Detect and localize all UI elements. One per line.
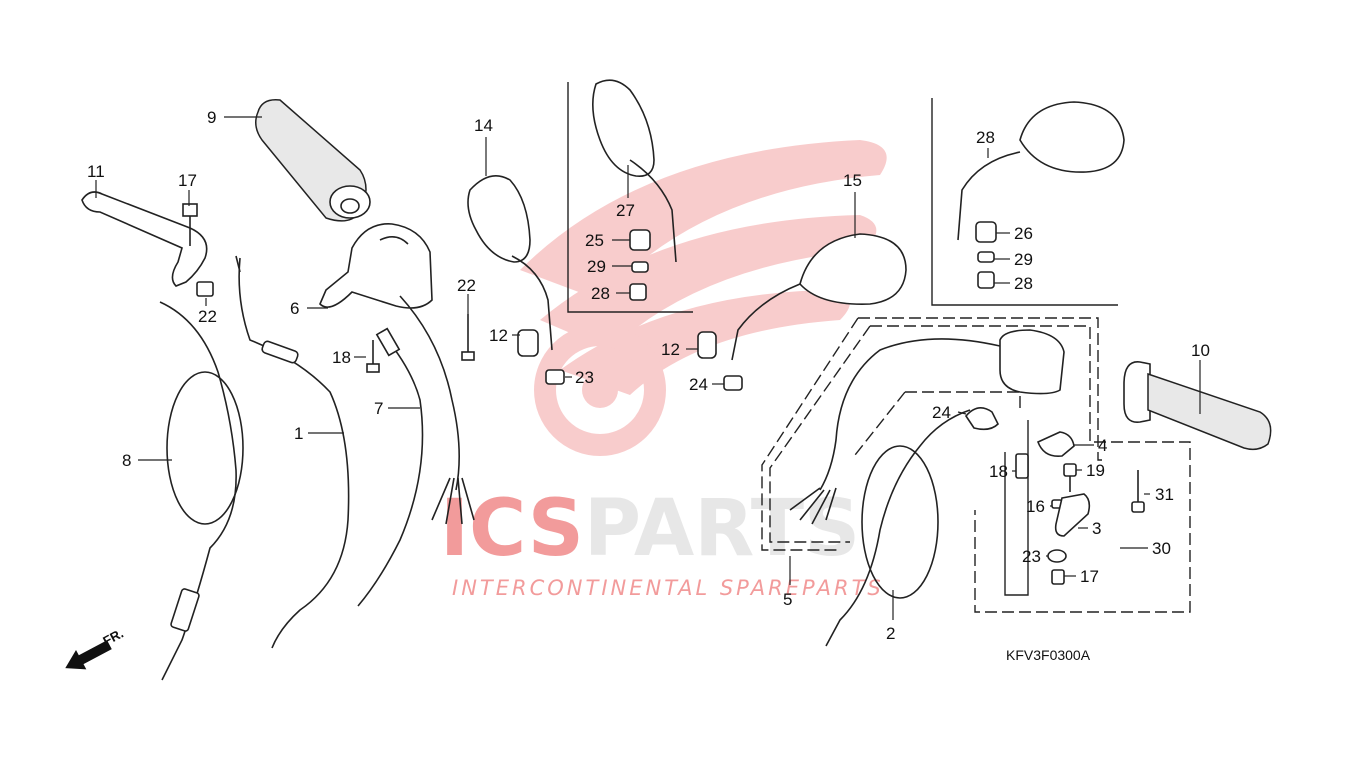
- part-29-washer-center: [631, 261, 649, 273]
- callout-22-right: 24: [689, 375, 708, 394]
- part-22-nut-right: [723, 375, 743, 391]
- part-8-cable: [159, 301, 244, 681]
- callout-17: 17: [1080, 567, 1099, 586]
- part-27-mirror: [957, 101, 1125, 241]
- leader-lines: [95, 116, 1201, 620]
- callout-28-right: 28: [1014, 274, 1033, 293]
- part-6-switch-housing: [319, 223, 433, 309]
- front-arrow-icon: [65, 640, 112, 670]
- part-20-bolt: [461, 314, 475, 361]
- part-7-harness: [357, 295, 475, 607]
- callout-19: 19: [1086, 461, 1105, 480]
- mirror-assembly-frame-left: [567, 82, 693, 313]
- callout-7: 7: [374, 399, 383, 418]
- callout-25-center: 25: [585, 231, 604, 250]
- callout-23: 23: [1022, 547, 1041, 566]
- callout-12-right: 12: [661, 340, 680, 359]
- callout-10: 10: [1191, 341, 1210, 360]
- part-15-bolt: [182, 203, 198, 246]
- callout-21: 22: [198, 307, 217, 326]
- watermark-brand: ICSPARTS: [440, 484, 860, 574]
- part-9-grip: [255, 99, 371, 222]
- switch-assembly-frames: [761, 317, 1191, 613]
- callout-29-center: 29: [587, 257, 606, 276]
- part-21-nut: [196, 281, 214, 297]
- callout-25-right: 26: [1014, 224, 1033, 243]
- part-11-lever: [81, 191, 208, 287]
- callout-30: 30: [1152, 539, 1171, 558]
- part-12-adapter-right: [697, 331, 717, 359]
- callout-12-left: 12: [489, 326, 508, 345]
- part-25-adapter-center: [629, 229, 651, 251]
- watermark-tagline: INTERCONTINENTAL SPAREPARTS: [452, 576, 884, 600]
- part-4-bracket: [1036, 431, 1075, 458]
- callout-16: 16: [1026, 497, 1045, 516]
- part-19-bolt: [1063, 463, 1077, 492]
- front-marker: FR.: [65, 626, 126, 670]
- part-28-nut-right: [977, 271, 995, 289]
- callout-3: 3: [1092, 519, 1101, 538]
- part-17-bolt: [1051, 569, 1065, 585]
- callout-8: 8: [122, 451, 131, 470]
- part-13-mirror: [467, 174, 553, 351]
- mirror-assembly-frame-right: [931, 98, 1118, 306]
- callout-24: 24: [932, 403, 951, 422]
- callout-20: 22: [457, 276, 476, 295]
- callout-11: 11: [87, 162, 105, 181]
- part-10-grip: [1123, 361, 1272, 451]
- callout-6: 6: [290, 299, 299, 318]
- part-2-cable: [825, 409, 971, 647]
- callout-27: 28: [976, 128, 995, 147]
- callout-1: 1: [294, 424, 303, 443]
- callout-13: 14: [474, 116, 493, 135]
- part-5-switch-harness: [789, 329, 1065, 525]
- part-31-bolt: [1131, 470, 1145, 513]
- part-14-mirror: [731, 233, 907, 361]
- callout-18-right: 18: [989, 462, 1008, 481]
- callout-29-right: 29: [1014, 250, 1033, 269]
- part-22-nut-left: [545, 369, 565, 385]
- callout-28-center: 28: [591, 284, 610, 303]
- part-1-cable: [235, 255, 350, 649]
- callout-26: 27: [616, 201, 635, 220]
- callout-15: 17: [178, 171, 197, 190]
- callout-4: 4: [1098, 436, 1107, 455]
- part-18-bolt-left: [366, 340, 380, 373]
- callout-5: 5: [783, 590, 792, 609]
- part-29-washer-right: [977, 251, 995, 263]
- part-25-adapter-right: [975, 221, 997, 243]
- callout-31: 31: [1155, 485, 1174, 504]
- callout-18-left: 18: [332, 348, 351, 367]
- callout-9: 9: [207, 108, 216, 127]
- watermark-text: ICSPARTS INTERCONTINENTAL SPAREPARTS: [440, 484, 884, 600]
- part-26-mirror: [592, 79, 677, 263]
- callout-14: 15: [843, 171, 862, 190]
- diagram-code: KFV3F0300A: [1006, 647, 1091, 663]
- callout-22-left: 23: [575, 368, 594, 387]
- callout-labels: 9 11 17 22 6 18 1 7 8 22 14 12 23 25 29 …: [87, 108, 1210, 643]
- part-24-clamp: [964, 407, 999, 431]
- part-18-bolt-right: [1015, 453, 1029, 479]
- part-23-washer: [1047, 549, 1067, 563]
- part-12-adapter-left: [517, 329, 539, 357]
- part-28-nut-center: [629, 283, 647, 301]
- callout-2: 2: [886, 624, 895, 643]
- part-3-plate: [1054, 493, 1091, 537]
